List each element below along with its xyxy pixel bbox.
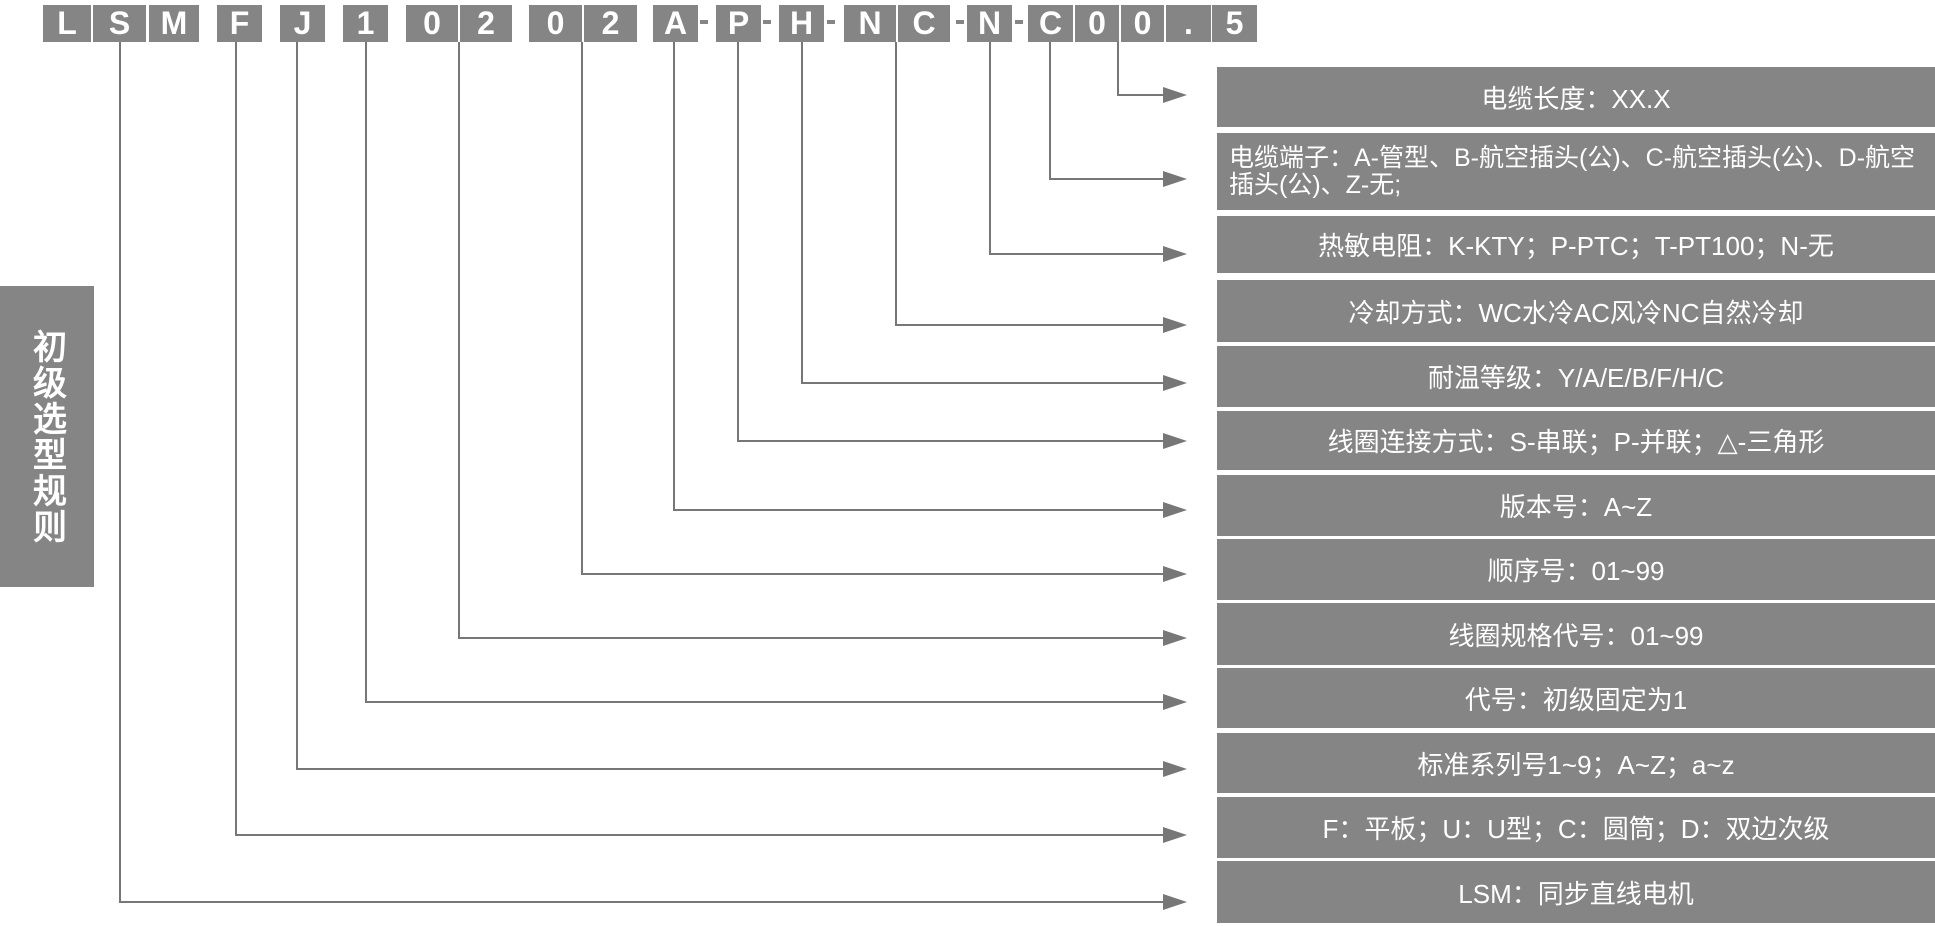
code-char: 0 — [406, 5, 458, 42]
description-box: 电缆端子：A-管型、B-航空插头(公)、C-航空插头(公)、D-航空插头(公)、… — [1217, 133, 1935, 210]
description-box: 版本号：A~Z — [1217, 475, 1935, 536]
connector-line — [1117, 42, 1165, 96]
code-char: 0 — [1121, 5, 1164, 42]
connector-line — [365, 42, 1165, 703]
connector-line — [895, 42, 1165, 326]
side-label: 初级选型规则 — [0, 286, 94, 587]
arrow-icon — [1163, 375, 1187, 391]
connector-line — [989, 42, 1165, 255]
code-dash — [763, 20, 771, 24]
code-char: F — [217, 5, 262, 42]
arrow-icon — [1163, 761, 1187, 777]
connector-line — [296, 42, 1165, 770]
arrow-icon — [1163, 433, 1187, 449]
connector-line — [581, 42, 1165, 575]
code-char: 0 — [529, 5, 582, 42]
description-box: 标准系列号1~9；A~Z；a~z — [1217, 733, 1935, 793]
code-char: C — [898, 5, 950, 42]
connector-line — [1049, 42, 1165, 180]
description-box: 电缆长度：XX.X — [1217, 67, 1935, 127]
code-char: M — [149, 5, 199, 42]
code-char: 2 — [584, 5, 637, 42]
code-char: 0 — [1075, 5, 1119, 42]
description-box: 线圈规格代号：01~99 — [1217, 603, 1935, 665]
code-dash — [956, 20, 964, 24]
description-box: 代号：初级固定为1 — [1217, 668, 1935, 728]
description-box: 顺序号：01~99 — [1217, 539, 1935, 600]
arrow-icon — [1163, 827, 1187, 843]
arrow-icon — [1163, 694, 1187, 710]
arrow-icon — [1163, 630, 1187, 646]
arrow-icon — [1163, 894, 1187, 910]
connector-line — [119, 42, 1165, 903]
code-char: S — [93, 5, 146, 42]
connector-line — [235, 42, 1165, 836]
description-box: F：平板；U：U型；C：圆筒；D：双边次级 — [1217, 797, 1935, 858]
code-dash — [827, 20, 835, 24]
description-box: 线圈连接方式：S-串联；P-并联；△-三角形 — [1217, 411, 1935, 470]
code-char: H — [779, 5, 824, 42]
description-box: 冷却方式：WC水冷AC风冷NC自然冷却 — [1217, 280, 1935, 342]
code-char: N — [967, 5, 1012, 42]
code-dash — [1015, 20, 1023, 24]
code-char: P — [716, 5, 761, 42]
code-char: A — [653, 5, 698, 42]
code-char: C — [1028, 5, 1073, 42]
code-char: J — [280, 5, 325, 42]
arrow-icon — [1163, 502, 1187, 518]
code-char: . — [1166, 5, 1211, 42]
arrow-icon — [1163, 171, 1187, 187]
description-box: 耐温等级：Y/A/E/B/F/H/C — [1217, 346, 1935, 407]
code-char: 2 — [460, 5, 512, 42]
code-char: 5 — [1212, 5, 1257, 42]
connector-line — [458, 42, 1165, 639]
connector-line — [673, 42, 1165, 511]
arrow-icon — [1163, 566, 1187, 582]
code-char: L — [43, 5, 91, 42]
description-box: 热敏电阻：K-KTY；P-PTC；T-PT100；N-无 — [1217, 216, 1935, 273]
connector-line — [737, 42, 1165, 442]
arrow-icon — [1163, 246, 1187, 262]
connector-line — [801, 42, 1165, 384]
code-dash — [700, 20, 708, 24]
description-box: LSM：同步直线电机 — [1217, 861, 1935, 923]
code-char: N — [844, 5, 896, 42]
arrow-icon — [1163, 87, 1187, 103]
arrow-icon — [1163, 317, 1187, 333]
code-char: 1 — [343, 5, 388, 42]
